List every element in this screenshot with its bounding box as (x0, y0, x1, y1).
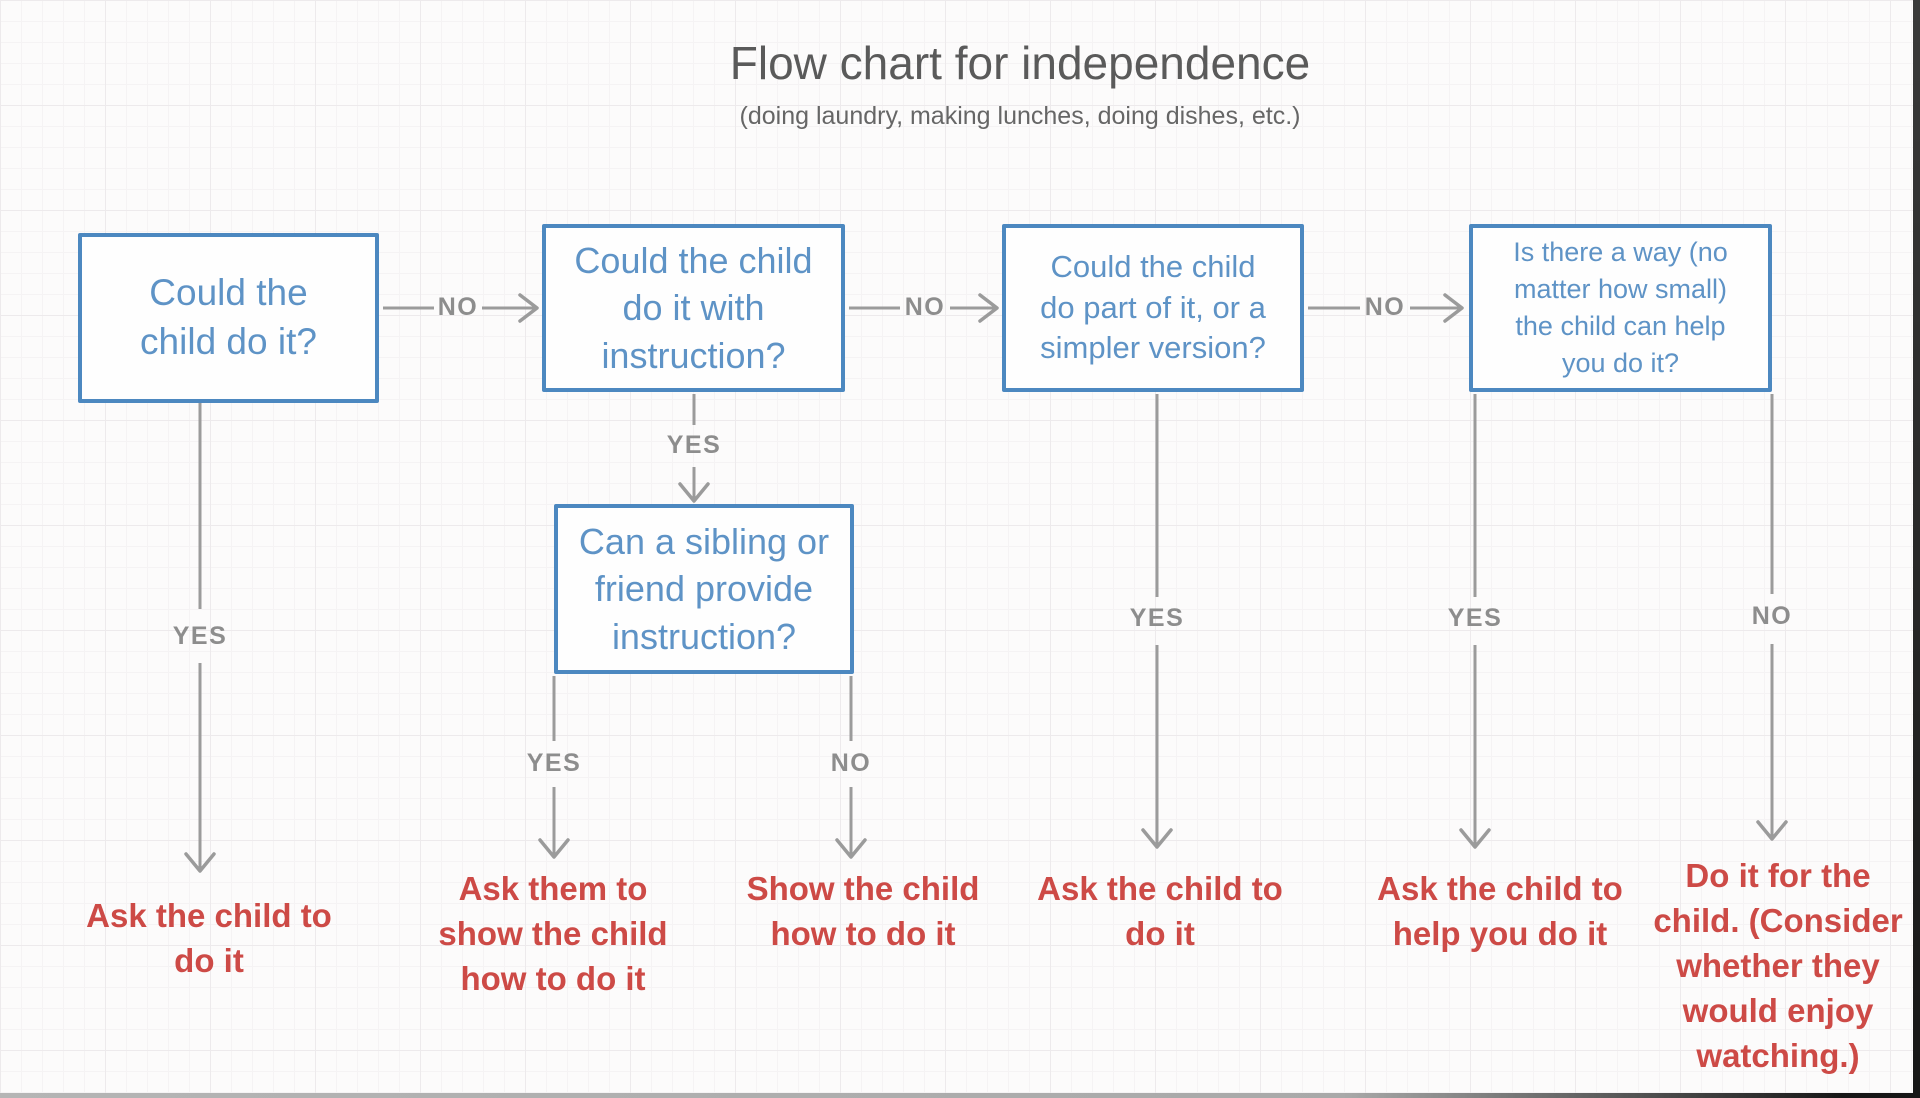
edge-label-no-q2-q3: NO (904, 293, 946, 321)
question-box-could-child-do-it: Could the child do it? (78, 233, 379, 403)
question-box-child-can-help: Is there a way (no matter how small) the… (1469, 224, 1772, 392)
question-text: Could the child do it? (140, 272, 317, 362)
edge-label-no-q4: NO (1751, 602, 1793, 630)
edge-label-no-q5: NO (830, 749, 872, 777)
edge-q3-yes-arrowhead-icon (1141, 828, 1173, 849)
question-box-sibling-friend-instruction: Can a sibling or friend provide instruct… (554, 504, 854, 674)
edge-q1-yes-arrowhead-icon (184, 852, 216, 873)
scan-edge-right (1913, 0, 1920, 1098)
edge-label-yes-q1: YES (172, 622, 228, 650)
edge-label-no-q1-q2: NO (437, 293, 479, 321)
edge-label-yes-q5: YES (526, 749, 582, 777)
outcome-do-it-for-child: Do it for the child. (Consider whether t… (1653, 857, 1903, 1074)
edge-q2-q3-arrowhead-icon (978, 293, 999, 323)
edge-q3-q4-arrowhead-icon (1443, 293, 1464, 323)
edge-q5-yes-arrowhead-icon (538, 838, 570, 859)
page-subtitle: (doing laundry, making lunches, doing di… (739, 102, 1301, 130)
question-text: Could the child do part of it, or a simp… (1040, 248, 1266, 366)
edge-q4-no-arrowhead-icon (1756, 820, 1788, 841)
outcome-ask-child-help: Ask the child to help you do it (1377, 870, 1623, 952)
question-text: Is there a way (no matter how small) the… (1513, 236, 1728, 379)
edge-label-yes-q4: YES (1447, 604, 1503, 632)
page-title: Flow chart for independence (729, 37, 1311, 89)
question-text: Can a sibling or friend provide instruct… (578, 520, 830, 657)
outcome-ask-child-do-it: Ask the child to do it (86, 897, 332, 979)
scan-edge-bottom (0, 1093, 1920, 1098)
question-box-part-or-simpler: Could the child do part of it, or a simp… (1002, 224, 1304, 392)
edge-label-yes-q3: YES (1129, 604, 1185, 632)
question-box-do-it-with-instruction: Could the child do it with instruction? (542, 224, 845, 392)
outcome-ask-child-do-it-2: Ask the child to do it (1037, 870, 1283, 952)
edge-q4-yes-arrowhead-icon (1459, 828, 1491, 849)
edge-label-yes-q2: YES (666, 431, 722, 459)
edge-label-no-q3-q4: NO (1364, 293, 1406, 321)
edge-q2-yes-arrowhead-icon (678, 482, 710, 503)
edge-q5-no-arrowhead-icon (835, 838, 867, 859)
edge-q1-q2-arrowhead-icon (518, 293, 539, 323)
outcome-ask-them-show-child: Ask them to show the child how to do it (438, 870, 668, 997)
question-text: Could the child do it with instruction? (574, 239, 813, 376)
outcome-show-child-how: Show the child how to do it (746, 870, 980, 952)
